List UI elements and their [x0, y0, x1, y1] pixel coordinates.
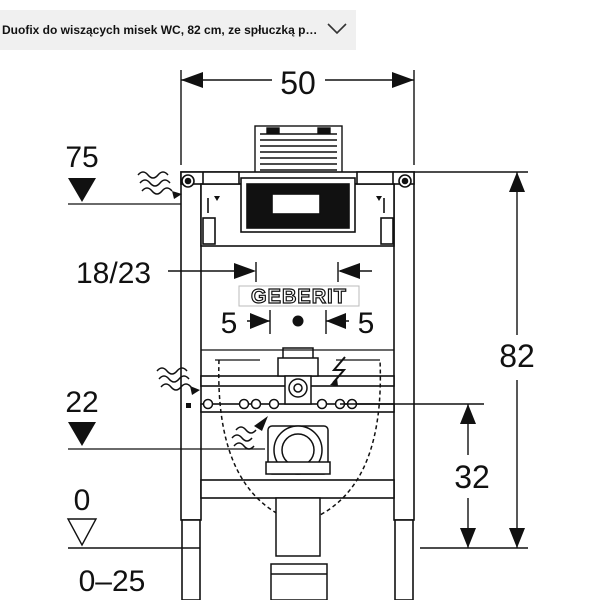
title-bar[interactable]: Duofix do wiszących misek WC, 82 cm, ze … — [0, 10, 356, 50]
level-marker-75 — [68, 178, 96, 202]
product-title: Duofix do wiszących misek WC, 82 cm, ze … — [2, 23, 318, 37]
floor-range-label: 0–25 — [79, 565, 146, 598]
offset-right-label: 5 — [358, 307, 375, 340]
lower-height-dimension — [340, 403, 484, 548]
floor-label: 0 — [74, 484, 91, 517]
top-left-label: 75 — [65, 141, 98, 174]
width-label: 50 — [280, 65, 316, 101]
lower-height-label: 32 — [454, 459, 490, 495]
height-dimension — [414, 171, 528, 548]
mid-left-label: 22 — [65, 386, 98, 419]
crossbar-lines — [201, 349, 394, 361]
brand-label: GEBERIT — [251, 286, 347, 308]
water-level-marker — [214, 196, 220, 201]
pipe-fittings — [202, 347, 382, 600]
flush-plate — [254, 125, 343, 179]
water-inlet-icon-mid — [156, 367, 200, 395]
water-level-marker — [376, 196, 382, 201]
offset-dimensions — [247, 310, 349, 334]
water-inlet-icon — [137, 171, 182, 199]
floor-level-marker — [66, 518, 98, 547]
inner-width-dimension — [168, 262, 372, 282]
inner-width-label: 18/23 — [76, 257, 151, 290]
offset-left-label: 5 — [221, 307, 238, 340]
level-marker-22 — [68, 422, 96, 446]
flush-flow-icon — [231, 416, 268, 450]
frame — [180, 171, 415, 600]
brand-logo: GEBERIT — [238, 285, 360, 309]
height-label: 82 — [499, 338, 535, 374]
chevron-down-icon[interactable] — [326, 22, 348, 36]
reference-mark — [186, 403, 191, 408]
width-dimension — [180, 70, 415, 165]
